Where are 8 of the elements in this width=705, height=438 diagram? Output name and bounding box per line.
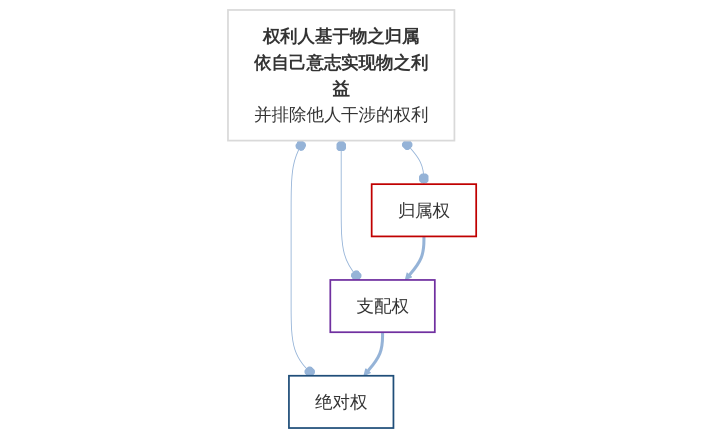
- node-box: 归属权: [371, 183, 478, 238]
- connector: [291, 140, 316, 378]
- node-box: 绝对权: [288, 374, 395, 429]
- connector: [402, 140, 430, 185]
- arrow: [364, 332, 384, 376]
- node-box: 支配权: [330, 279, 436, 334]
- arrow: [405, 236, 426, 280]
- connector: [336, 140, 362, 281]
